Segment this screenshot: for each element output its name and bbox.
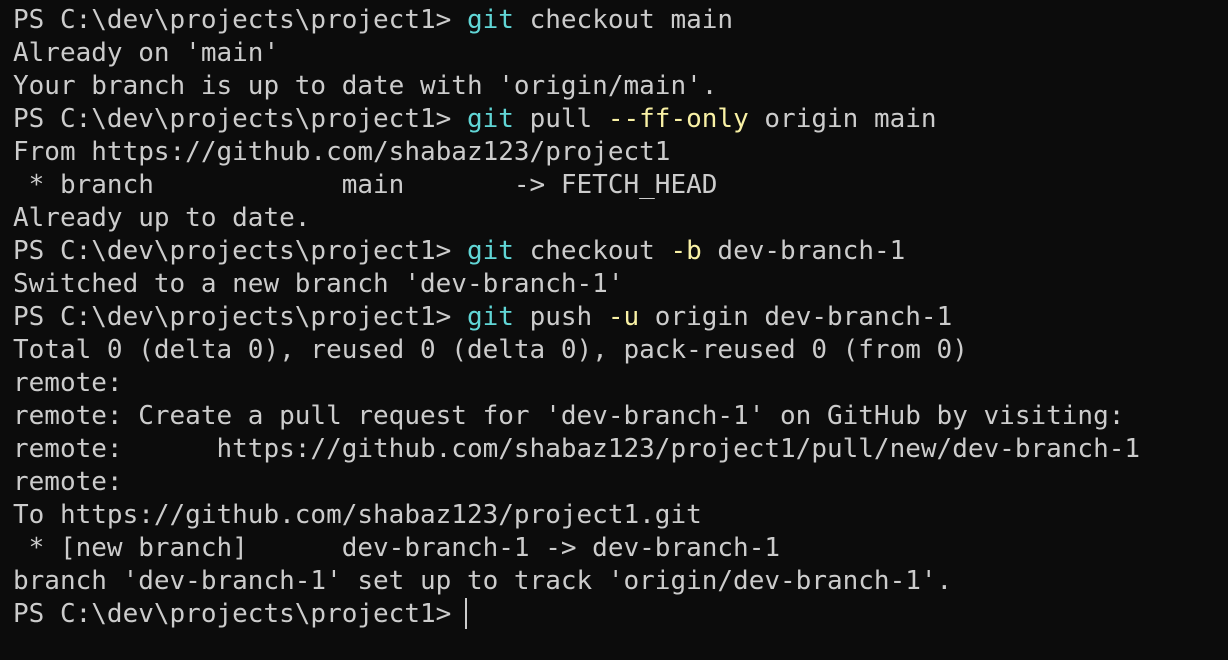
command-argument: push bbox=[513, 302, 608, 332]
command-argument: origin dev-branch-1 bbox=[639, 302, 953, 332]
command-argument: dev-branch-1 bbox=[701, 236, 906, 266]
command-flag: --ff-only bbox=[607, 104, 749, 134]
output-line: remote: bbox=[13, 368, 123, 398]
command-name: git bbox=[466, 302, 514, 332]
output-line: Already on 'main' bbox=[13, 38, 280, 68]
command-line: PS C:\dev\projects\project1> git push -u… bbox=[13, 301, 1228, 334]
output-line: remote: bbox=[13, 467, 123, 497]
output-line: From https://github.com/shabaz123/projec… bbox=[13, 137, 671, 167]
command-argument: checkout main bbox=[513, 5, 734, 35]
command-argument: checkout bbox=[513, 236, 671, 266]
command-line: PS C:\dev\projects\project1> git checkou… bbox=[13, 4, 1228, 37]
output-line: remote: https://github.com/shabaz123/pro… bbox=[13, 434, 1141, 464]
prompt-text: PS C:\dev\projects\project1> bbox=[13, 104, 467, 134]
output-line: * branch main -> FETCH_HEAD bbox=[13, 170, 718, 200]
output-line: To https://github.com/shabaz123/project1… bbox=[13, 500, 702, 530]
output-line: Your branch is up to date with 'origin/m… bbox=[13, 71, 718, 101]
output-line: remote: Create a pull request for 'dev-b… bbox=[13, 401, 1125, 431]
command-argument: pull bbox=[513, 104, 608, 134]
output-line: branch 'dev-branch-1' set up to track 'o… bbox=[13, 566, 953, 596]
command-name: git bbox=[466, 104, 514, 134]
output-line: Already up to date. bbox=[13, 203, 311, 233]
command-line: PS C:\dev\projects\project1> git checkou… bbox=[13, 235, 1228, 268]
output-line: Total 0 (delta 0), reused 0 (delta 0), p… bbox=[13, 335, 968, 365]
command-argument: origin main bbox=[748, 104, 937, 134]
command-name: git bbox=[466, 236, 514, 266]
command-name: git bbox=[466, 5, 514, 35]
command-flag: -u bbox=[607, 302, 640, 332]
prompt-text: PS C:\dev\projects\project1> bbox=[13, 236, 467, 266]
prompt-text: PS C:\dev\projects\project1> bbox=[13, 599, 452, 629]
prompt-text: PS C:\dev\projects\project1> bbox=[13, 5, 467, 35]
active-prompt-line: PS C:\dev\projects\project1> bbox=[13, 598, 1228, 631]
command-flag: -b bbox=[670, 236, 702, 266]
command-line: PS C:\dev\projects\project1> git pull --… bbox=[13, 103, 1228, 136]
output-line: Switched to a new branch 'dev-branch-1' bbox=[13, 269, 624, 299]
output-line: * [new branch] dev-branch-1 -> dev-branc… bbox=[13, 533, 781, 563]
prompt-text: PS C:\dev\projects\project1> bbox=[13, 302, 467, 332]
text-cursor[interactable] bbox=[465, 598, 468, 629]
